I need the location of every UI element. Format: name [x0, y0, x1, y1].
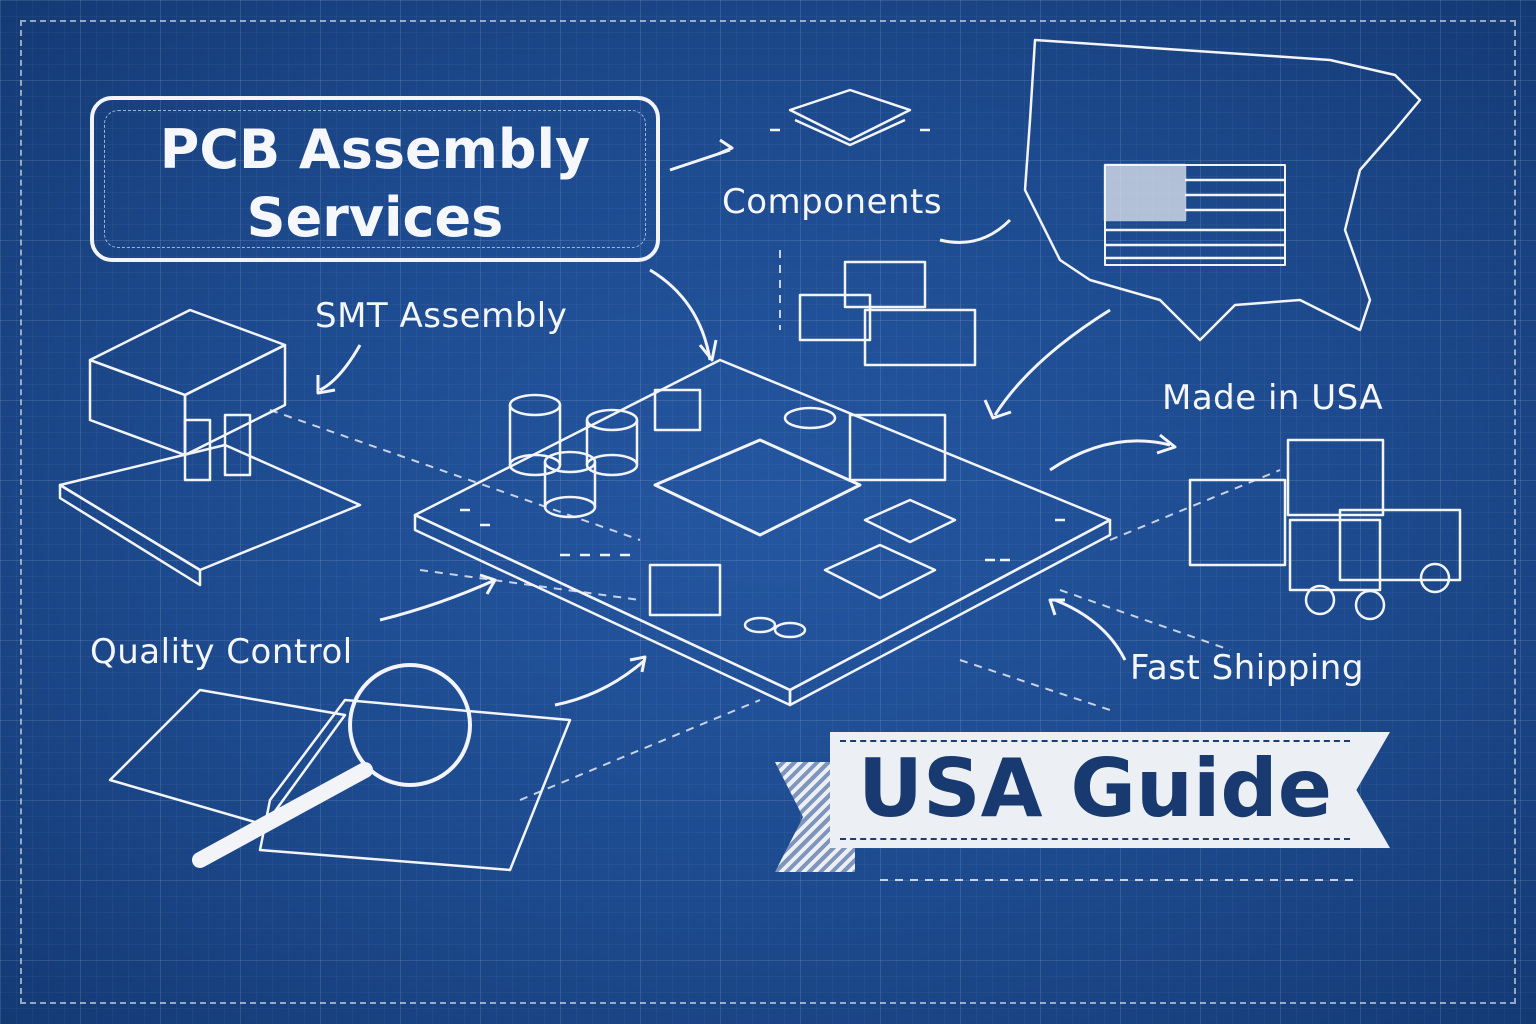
chip-icon: [770, 88, 930, 147]
dashed-guides: [269, 250, 1360, 881]
title-line-2: Services: [246, 186, 504, 249]
banner-text: USA Guide: [858, 742, 1332, 835]
label-smt-assembly: SMT Assembly: [315, 296, 568, 336]
title-box: PCB Assembly Services: [90, 96, 660, 262]
flow-arrows: [316, 138, 1177, 707]
usa-guide-banner: USA Guide: [830, 732, 1390, 848]
usa-map-icon: [1023, 38, 1422, 342]
shipping-truck-icon: [1188, 438, 1462, 621]
label-quality-control: Quality Control: [90, 632, 353, 672]
smt-machine-icon: [58, 308, 362, 587]
label-components: Components: [722, 182, 943, 222]
components-boxes-icon: [798, 260, 977, 367]
title-line-1: PCB Assembly: [159, 118, 591, 181]
magnifier-document-icon: [108, 663, 572, 872]
label-made-in-usa: Made in USA: [1162, 378, 1384, 418]
blueprint-frame: [20, 20, 1516, 1004]
label-fast-shipping: Fast Shipping: [1130, 648, 1364, 688]
pcb-board-illustration: [413, 358, 1112, 707]
